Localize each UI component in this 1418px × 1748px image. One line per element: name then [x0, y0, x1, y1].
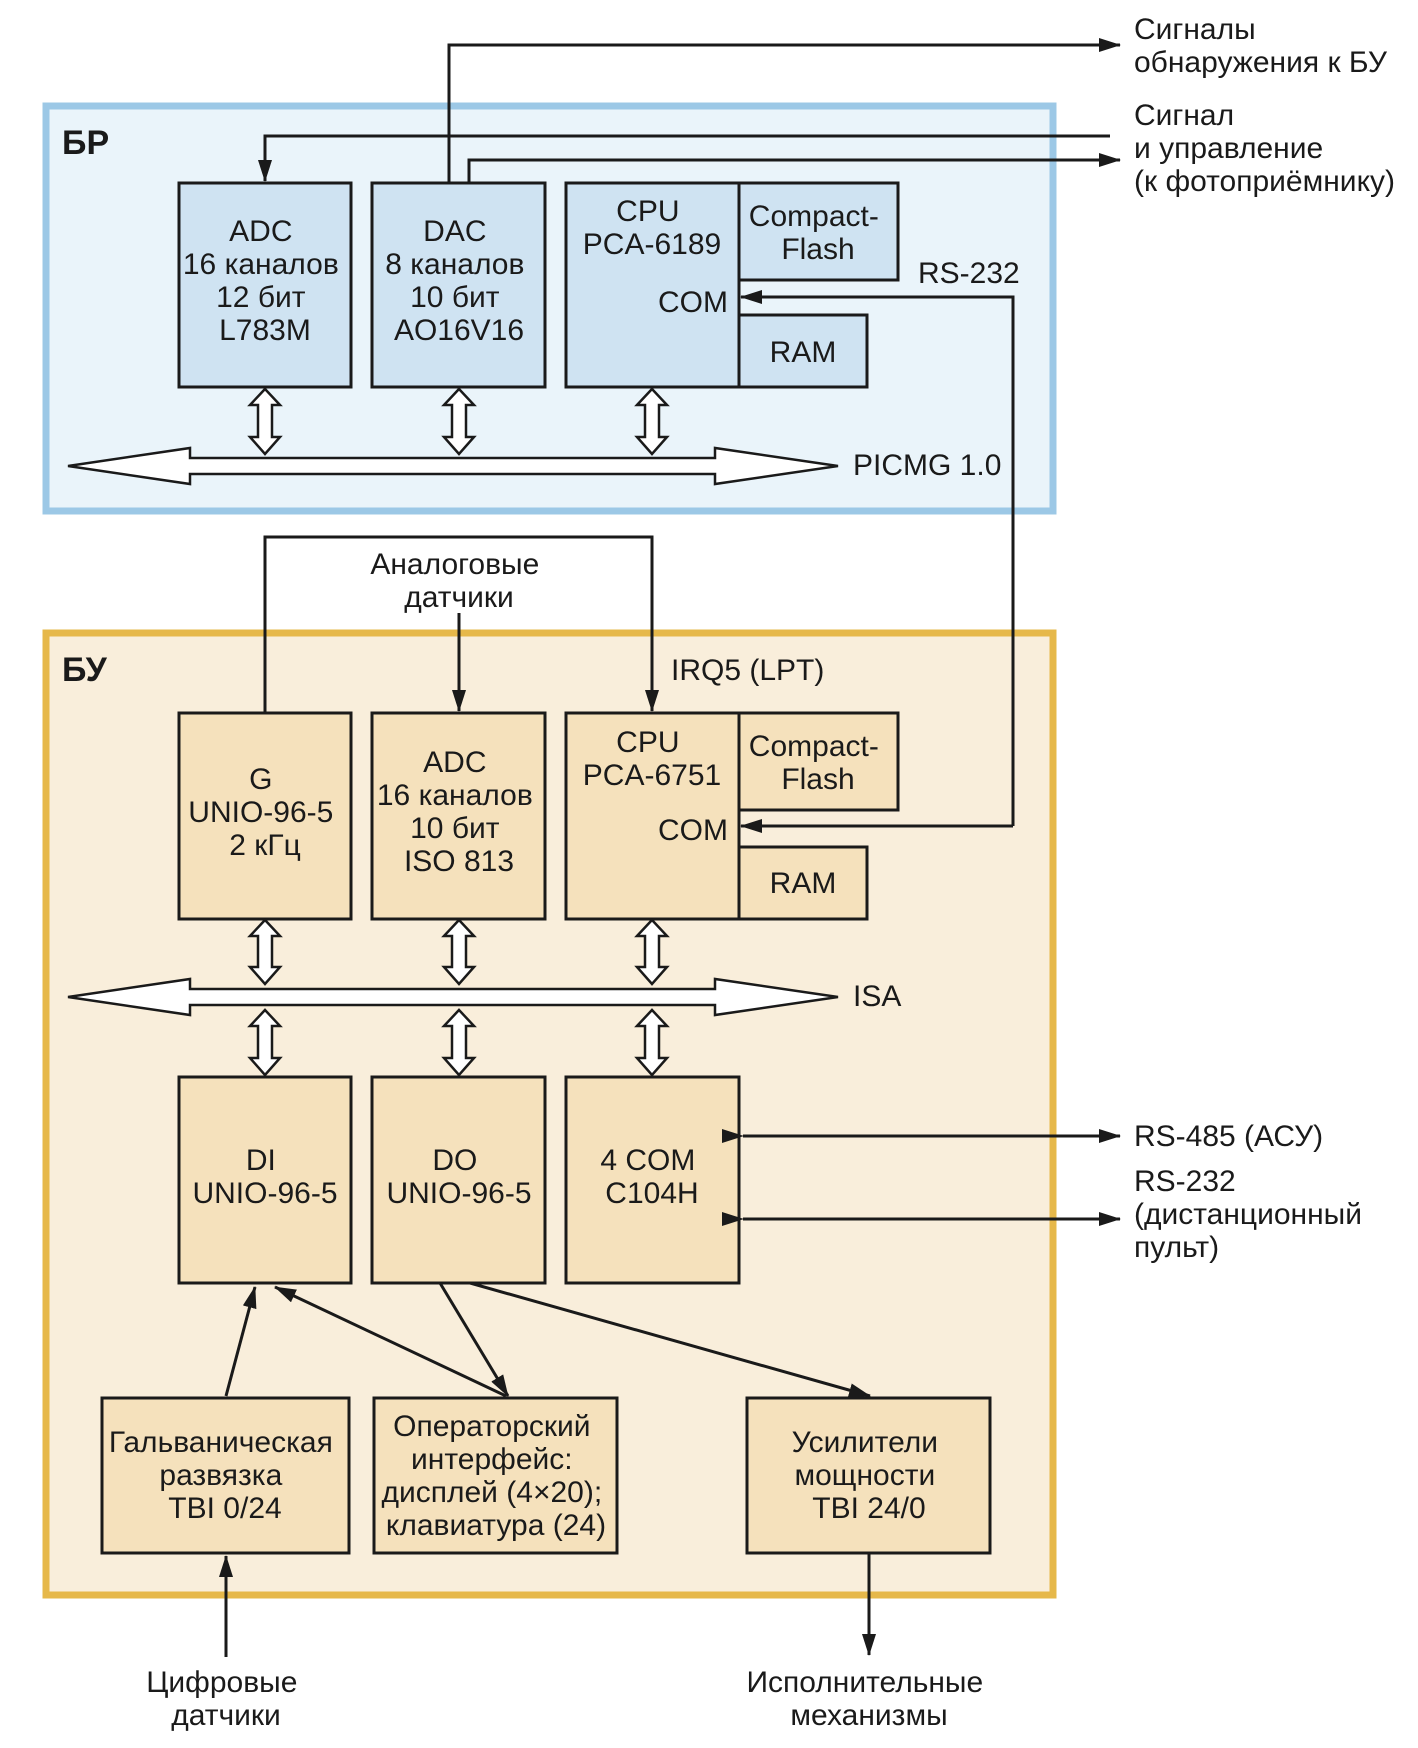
- br-panel-title: БР: [62, 124, 109, 162]
- bu-adc-label: ADC 16 каналов 10 бит ISO 813: [377, 746, 541, 878]
- bu-galvanic-box: [100, 1396, 351, 1555]
- actuators-label: Исполнительные механизмы: [746, 1666, 991, 1732]
- bu-ram-label: RAM: [770, 867, 837, 900]
- bu-compactflash-label: Compact- Flash: [749, 730, 887, 796]
- bu-com4-label: 4 COM C104H: [600, 1144, 703, 1210]
- photoreceiver-control-line: [467, 153, 1121, 183]
- bu-amplifier-box: [745, 1396, 992, 1555]
- bu-cpu-com-label: COM: [658, 814, 728, 847]
- bu-cpu-label: CPU PCA-6751: [583, 726, 721, 792]
- br-picmg-bus-label: PICMG 1.0: [853, 449, 1001, 482]
- rs232-cpu-link-label: RS-232: [918, 257, 1020, 290]
- bu-g-bus-connector: [247, 918, 283, 986]
- bu-g-box: [177, 711, 353, 921]
- bu-cpu-box: [564, 711, 741, 921]
- br-ram-box: [737, 313, 869, 389]
- bu-com4-bus-connector: [634, 1008, 670, 1077]
- br-compactflash-box: [737, 181, 900, 282]
- bu-isa-bus: [67, 977, 839, 1017]
- bu-di-bus-connector: [247, 1008, 283, 1077]
- bu-di-box: [177, 1075, 353, 1285]
- bu-adc-box: [370, 711, 547, 921]
- signal-control-label: Сигнал и управление (к фотоприёмнику): [1134, 99, 1395, 198]
- irq5-line: [263, 535, 659, 713]
- bu-panel-title: БУ: [62, 651, 108, 689]
- br-picmg-bus: [67, 446, 839, 486]
- input-signal-line: [258, 134, 1110, 182]
- br-dac-box: [370, 181, 547, 389]
- br-dac-label: DAC 8 каналов 10 бит AO16V16: [385, 215, 533, 347]
- bu-do-box: [370, 1075, 547, 1285]
- detection-signals-label: Сигналы обнаружения к БУ: [1134, 13, 1388, 79]
- br-cpu-label: CPU PCA-6189: [583, 195, 721, 261]
- irq5-label: IRQ5 (LPT): [671, 654, 824, 687]
- br-compactflash-label: Compact- Flash: [749, 200, 887, 266]
- br-cpu-box: [564, 181, 741, 389]
- bu-operator-box: [372, 1396, 619, 1555]
- bu-galvanic-label: Гальваническая развязка TBI 0/24: [109, 1426, 341, 1525]
- rs485-label: RS-485 (АСУ): [1134, 1120, 1323, 1153]
- bu-com4-box: [564, 1075, 741, 1285]
- bu-g-label: G UNIO-96-5 2 кГц: [188, 763, 341, 862]
- do-to-operator-line: [438, 1282, 510, 1397]
- br-adc-label: ADC 16 каналов 12 бит L783M: [183, 215, 347, 347]
- bu-cpu-bus-connector: [634, 918, 670, 986]
- br-ram-label: RAM: [770, 336, 837, 369]
- digital-sensors-label: Цифровые датчики: [146, 1666, 306, 1732]
- bu-do-label: DO UNIO-96-5: [386, 1144, 531, 1210]
- br-dac-bus-connector: [441, 387, 477, 456]
- br-adc-bus-connector: [247, 387, 283, 456]
- bu-adc-bus-connector: [441, 918, 477, 986]
- bu-operator-label: Операторский интерфейс: дисплей (4×20); …: [381, 1410, 610, 1542]
- bu-isa-bus-label: ISA: [853, 980, 901, 1013]
- br-adc-box: [177, 181, 353, 389]
- rs232-remote-label: RS-232 (дистанционный пульт): [1134, 1165, 1370, 1264]
- bu-di-label: DI UNIO-96-5: [192, 1144, 337, 1210]
- operator-to-di-line: [274, 1285, 507, 1398]
- bu-ram-box: [737, 845, 869, 921]
- bu-compactflash-box: [737, 711, 900, 812]
- br-cpu-com-label: COM: [658, 286, 728, 319]
- bu-do-bus-connector: [441, 1008, 477, 1077]
- galvanic-to-di-line: [224, 1286, 257, 1397]
- rs232-link-line: [740, 290, 1015, 826]
- analog-sensors-label: Аналоговые датчики: [370, 548, 547, 614]
- br-cpu-bus-connector: [634, 387, 670, 456]
- do-to-amplifier-line: [469, 1281, 871, 1398]
- bu-amplifier-label: Усилители мощности TBI 24/0: [792, 1426, 947, 1525]
